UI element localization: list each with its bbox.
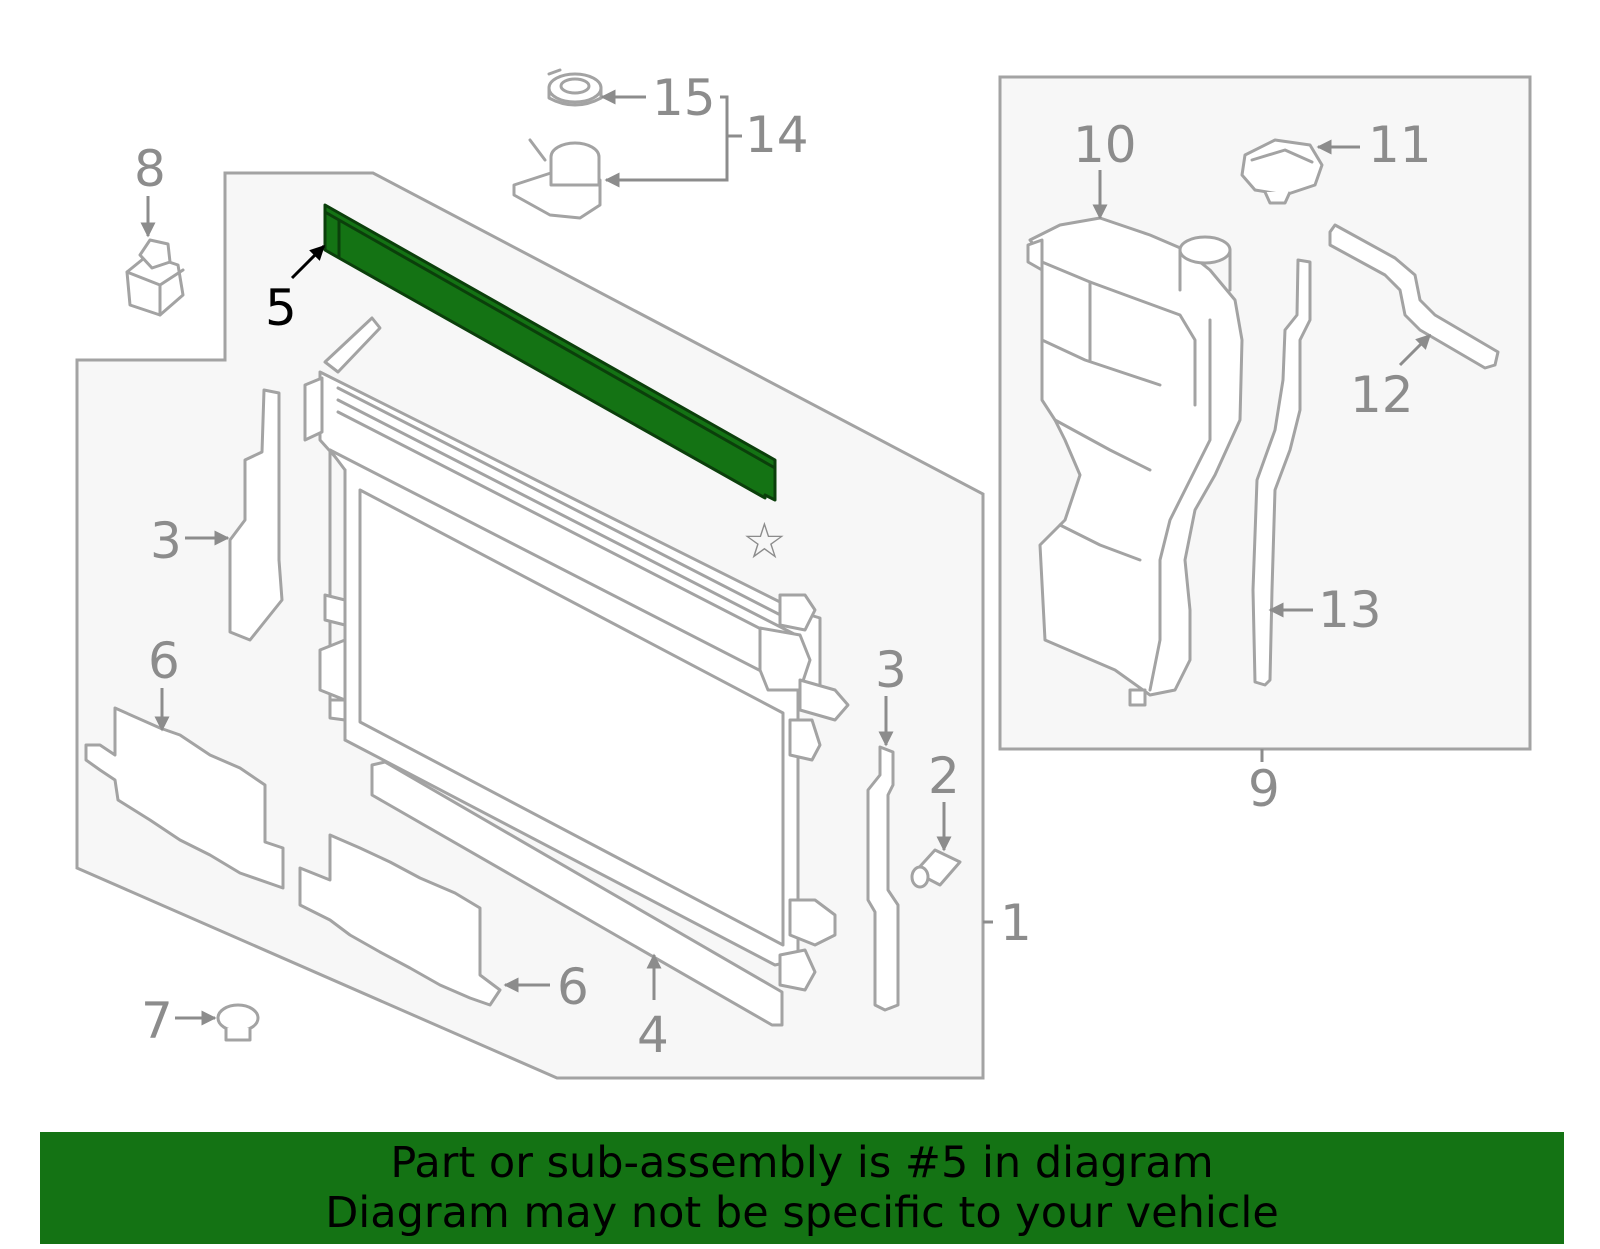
reservoir-cap-11 (1240, 138, 1324, 205)
callout-8: 8 (134, 140, 166, 198)
deflector-left-6 (84, 706, 285, 890)
callout-7: 7 (141, 992, 173, 1050)
reservoir-10 (1026, 216, 1244, 707)
callout-9: 9 (1248, 760, 1280, 818)
bracket-8 (125, 238, 185, 317)
filler-neck-14 (512, 138, 602, 220)
callout-12: 12 (1350, 366, 1414, 424)
cap-15 (547, 68, 603, 107)
air-guide-right-3 (866, 745, 900, 1012)
radiator (303, 316, 850, 992)
drain-plug-2 (910, 848, 962, 889)
callout-15: 15 (652, 69, 716, 127)
callout-6-right: 6 (557, 958, 589, 1016)
deflector-right-6 (298, 833, 502, 1007)
info-banner: Part or sub-assembly is #5 in diagram Di… (40, 1132, 1564, 1244)
callout-11: 11 (1368, 116, 1432, 174)
callout-3-right: 3 (875, 641, 907, 699)
upper-seal-5-highlighted[interactable] (323, 203, 777, 502)
callout-14: 14 (745, 106, 809, 164)
callout-labels: 1 2 3 3 4 5 6 6 7 8 9 10 11 12 13 14 15 … (134, 69, 1432, 1064)
callout-6-left: 6 (148, 632, 180, 690)
air-guide-left-3 (228, 388, 284, 642)
callout-2: 2 (928, 747, 960, 805)
callout-1: 1 (1000, 894, 1032, 952)
callout-5[interactable]: 5 (265, 279, 297, 337)
banner-line-2: Diagram may not be specific to your vehi… (325, 1188, 1279, 1238)
leader-lines (140, 89, 1432, 1026)
clip-7 (216, 1003, 260, 1042)
callout-4: 4 (637, 1006, 669, 1064)
hose-13 (1251, 258, 1312, 687)
callout-3-left: 3 (150, 512, 182, 570)
callout-10: 10 (1073, 116, 1137, 174)
banner-line-1: Part or sub-assembly is #5 in diagram (390, 1138, 1214, 1188)
callout-13: 13 (1318, 581, 1382, 639)
hose-12 (1328, 223, 1500, 370)
lower-seal-4 (370, 760, 784, 1027)
star-note: ☆ (742, 512, 787, 570)
